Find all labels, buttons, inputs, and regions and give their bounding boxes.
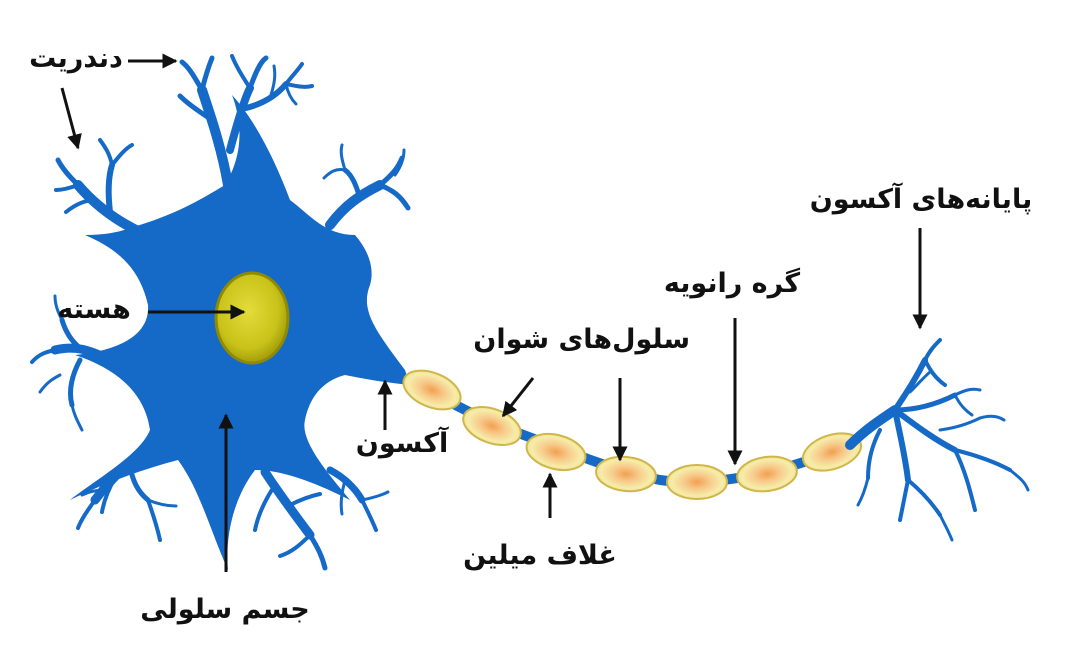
myelin-segment (595, 455, 657, 493)
label-axon: آکسون (355, 428, 449, 459)
myelin-segment (666, 464, 728, 500)
nucleus-shape (214, 271, 290, 365)
label-dendrite: دندریت (29, 43, 123, 74)
label-node-of-ranvier: گره رانویه (663, 268, 801, 299)
label-cell-body: جسم سلولی (140, 594, 310, 625)
arrow-schwann (501, 377, 535, 418)
axon-terminals-shape (845, 338, 1030, 542)
arrow-dendrite-down (60, 87, 82, 150)
label-nucleus: هسته (57, 294, 131, 325)
label-axon-terminals: پایانه‌های آکسون (809, 184, 1033, 215)
myelin-segment (525, 432, 587, 472)
myelin-segment (736, 455, 798, 493)
pointer-arrows (60, 53, 928, 572)
myelin-segment (402, 369, 462, 411)
myelin-segments (402, 369, 863, 500)
label-schwann-cells: سلول‌های شوان (473, 324, 690, 355)
label-myelin-sheath: غلاف میلین (463, 540, 617, 571)
dendrites (30, 54, 411, 571)
